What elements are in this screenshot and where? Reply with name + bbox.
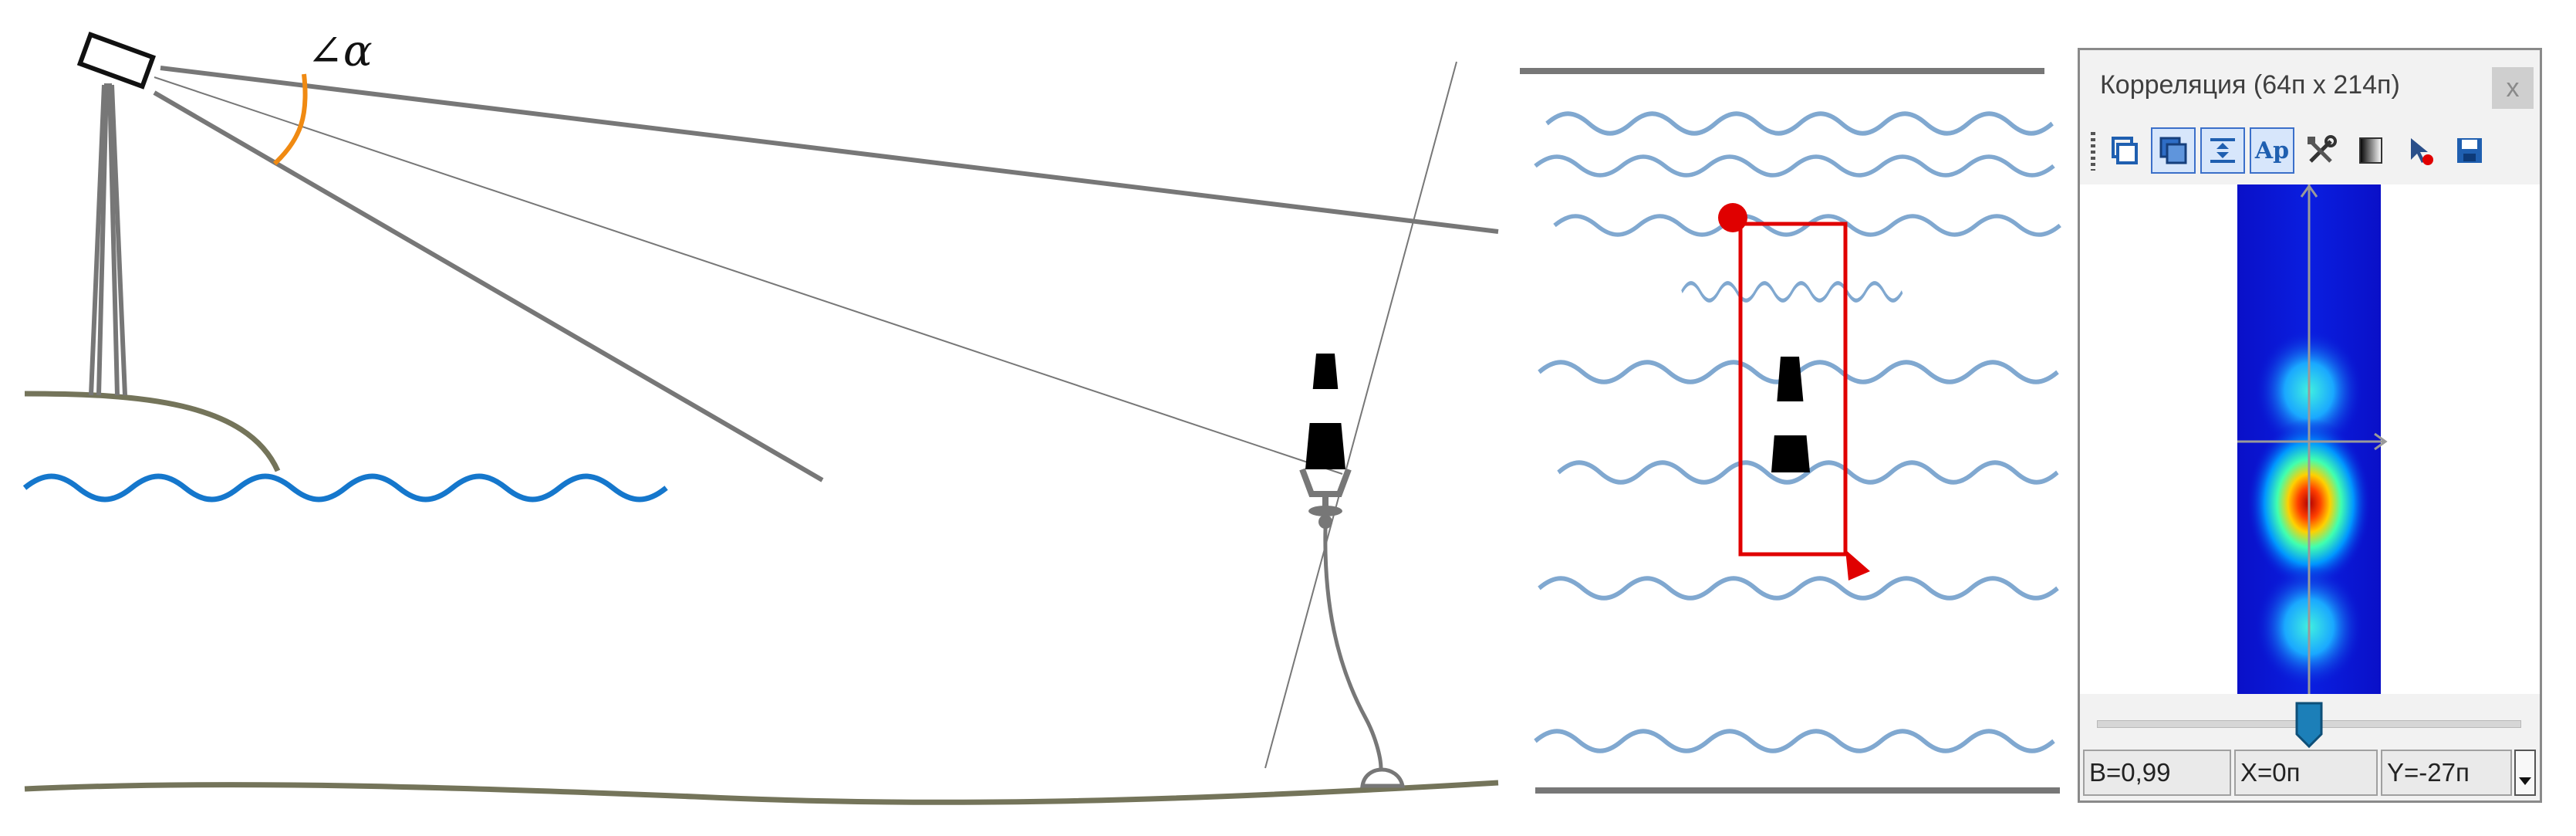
- selection-frame[interactable]: [1738, 222, 1848, 557]
- selection-end-handle[interactable]: [1845, 550, 1870, 580]
- copy-windows-icon: [2112, 137, 2138, 164]
- toolbar: Ap: [2091, 126, 2530, 175]
- gradient-button[interactable]: [2348, 127, 2393, 174]
- correlation-viewport[interactable]: [2080, 184, 2540, 694]
- gradient-icon: [2359, 137, 2382, 164]
- camera-icon: [76, 31, 157, 90]
- sight-line-thin: [154, 76, 1343, 475]
- sight-line-lower: [153, 90, 824, 482]
- buoy-icon: [1299, 354, 1406, 788]
- tools-icon: [2308, 135, 2337, 163]
- status-y-value: Y=-27п: [2381, 750, 2512, 796]
- correlation-window: Корреляция (64п x 214п) x Ap: [2078, 48, 2542, 803]
- window-title: Корреляция (64п x 214п): [2100, 70, 2400, 100]
- sea-floor: [24, 780, 1499, 805]
- overlay-windows-button[interactable]: [2151, 127, 2196, 174]
- panel-buoy-icon: [1771, 357, 1810, 472]
- water-surface: [25, 476, 667, 499]
- fit-vertical-button[interactable]: [2200, 127, 2245, 174]
- observation-tower: [89, 83, 127, 396]
- selection-start-handle[interactable]: [1718, 203, 1747, 232]
- copy-windows-button[interactable]: [2102, 127, 2146, 174]
- status-dropdown-button[interactable]: [2514, 750, 2536, 796]
- status-x-value: X=0п: [2234, 750, 2378, 796]
- vertical-reference-line: [1264, 61, 1457, 769]
- status-b-value: B=0,99: [2083, 750, 2231, 796]
- sight-line-upper: [160, 66, 1499, 234]
- angle-arc: [272, 73, 308, 166]
- close-button[interactable]: x: [2492, 67, 2534, 109]
- shore-ground: [24, 391, 281, 472]
- text-ap-button[interactable]: Ap: [2250, 127, 2294, 174]
- toolbar-grip[interactable]: [2091, 132, 2095, 171]
- correlation-heatmap: [2237, 184, 2388, 694]
- angle-alpha-label: ∠α: [307, 26, 373, 76]
- text-ap-icon: Ap: [2254, 137, 2290, 164]
- save-button[interactable]: [2447, 127, 2492, 174]
- threshold-slider[interactable]: [2080, 697, 2540, 748]
- fit-vertical-icon: [2210, 138, 2235, 163]
- slider-thumb[interactable]: [2294, 702, 2324, 748]
- sight-lines: [153, 61, 1499, 769]
- tools-button[interactable]: [2299, 127, 2344, 174]
- pointer-marker-icon: [2411, 138, 2433, 165]
- pointer-marker-button[interactable]: [2398, 127, 2443, 174]
- status-bar: B=0,99 X=0п Y=-27п: [2083, 750, 2537, 799]
- save-icon: [2457, 138, 2482, 163]
- chevron-down-icon: [2519, 777, 2531, 785]
- overlay-windows-icon: [2159, 137, 2187, 164]
